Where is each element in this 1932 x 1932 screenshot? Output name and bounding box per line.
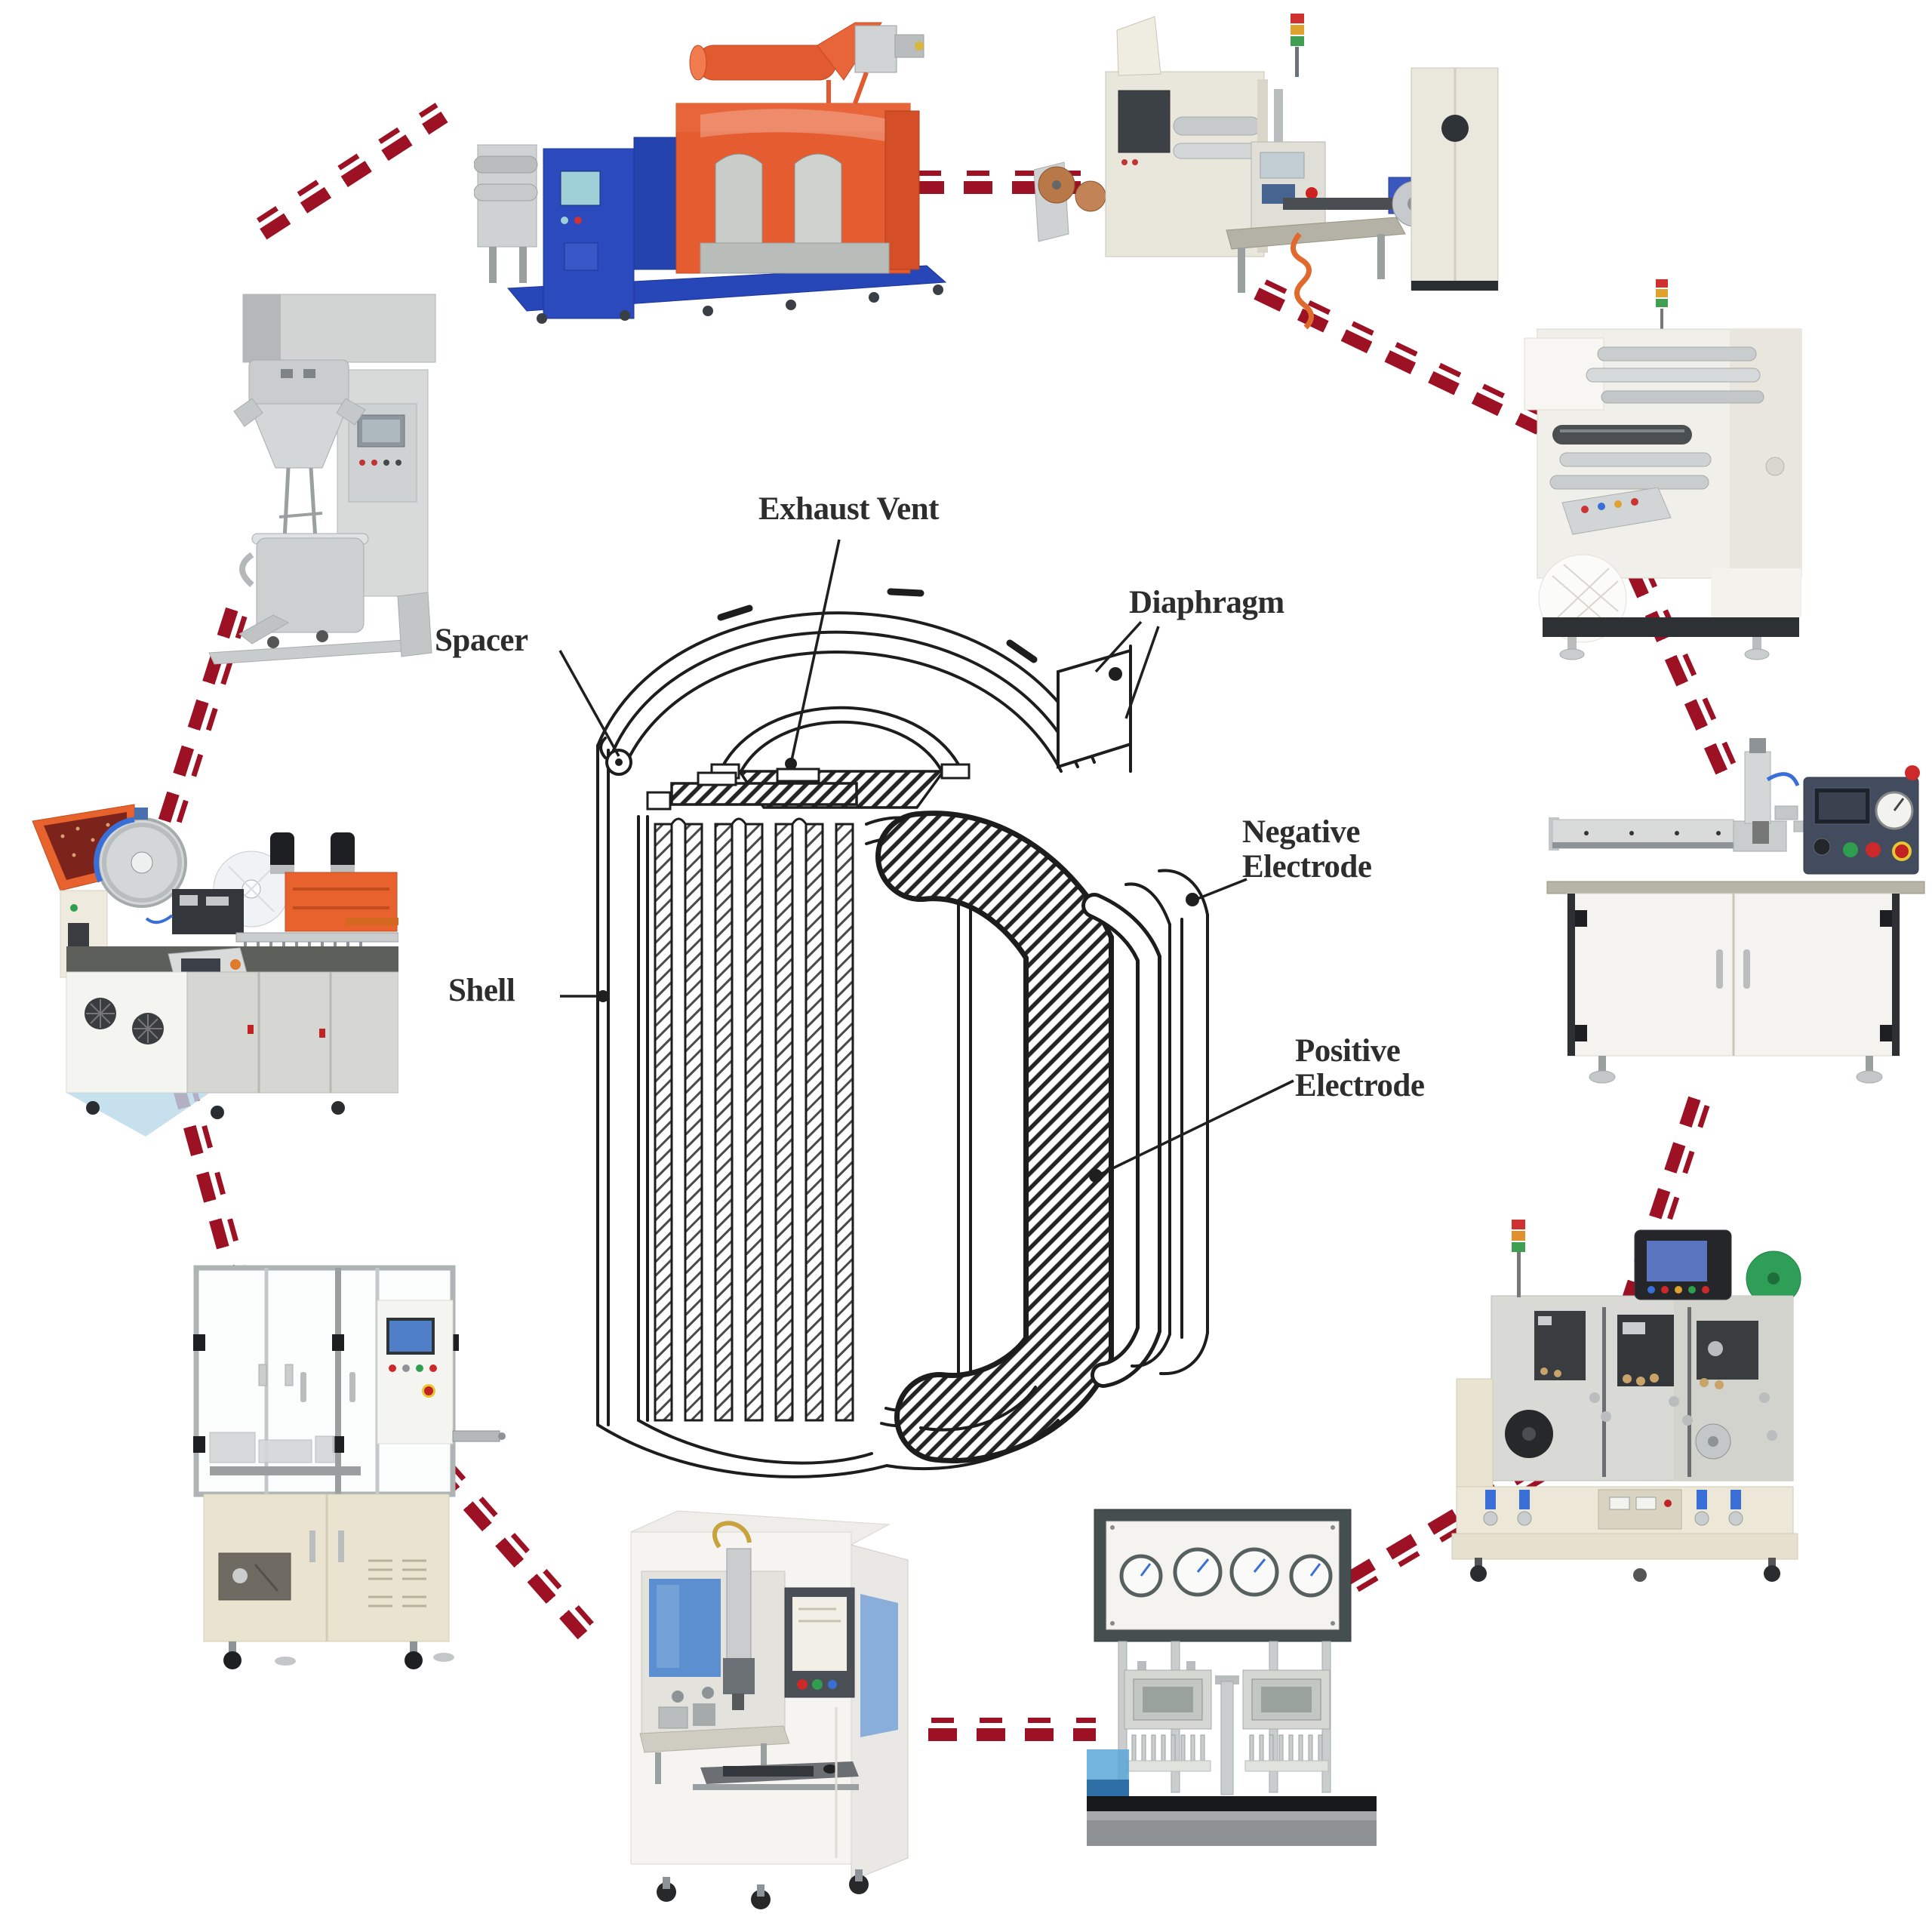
connector-filler-laserwelder bbox=[928, 1718, 1096, 1741]
machine-slitter-photo bbox=[1496, 278, 1839, 666]
machine-calender-photo bbox=[1034, 8, 1506, 340]
winder-illustration bbox=[1451, 1220, 1801, 1582]
connector-mixer-coater bbox=[254, 103, 448, 240]
slitter-illustration bbox=[1524, 279, 1802, 660]
battery-cutaway-svg bbox=[596, 588, 1209, 1478]
label-diaphragm: Diaphragm bbox=[1129, 585, 1284, 620]
laser-welder-illustration bbox=[630, 1510, 909, 1909]
machine-tab-welder-photo bbox=[1541, 708, 1932, 1093]
calender-illustration bbox=[1034, 14, 1499, 330]
label-exhaust-vent: Exhaust Vent bbox=[758, 491, 939, 527]
machine-laser-welder-photo bbox=[587, 1503, 938, 1915]
sorter-illustration bbox=[193, 1265, 506, 1669]
tab-welder-illustration bbox=[1546, 738, 1925, 1084]
label-negative-electrode: Negative Electrode bbox=[1242, 814, 1372, 885]
mixer-illustration bbox=[208, 294, 436, 665]
label-spacer: Spacer bbox=[435, 623, 528, 658]
machine-mixer-photo bbox=[168, 291, 439, 687]
filler-illustration bbox=[1087, 1509, 1377, 1846]
battery-cutaway-drawing bbox=[566, 543, 1245, 1494]
label-shell: Shell bbox=[448, 973, 515, 1008]
machine-winder-photo bbox=[1447, 1209, 1832, 1590]
machine-sorter-photo bbox=[187, 1259, 512, 1678]
paper-sticker-illustration bbox=[32, 804, 398, 1137]
machine-coater-photo bbox=[474, 17, 968, 345]
machine-paper-sticker-photo bbox=[21, 776, 398, 1138]
coater-illustration bbox=[474, 22, 947, 324]
machine-filler-photo bbox=[1081, 1500, 1383, 1855]
label-positive-electrode: Positive Electrode bbox=[1295, 1033, 1425, 1104]
